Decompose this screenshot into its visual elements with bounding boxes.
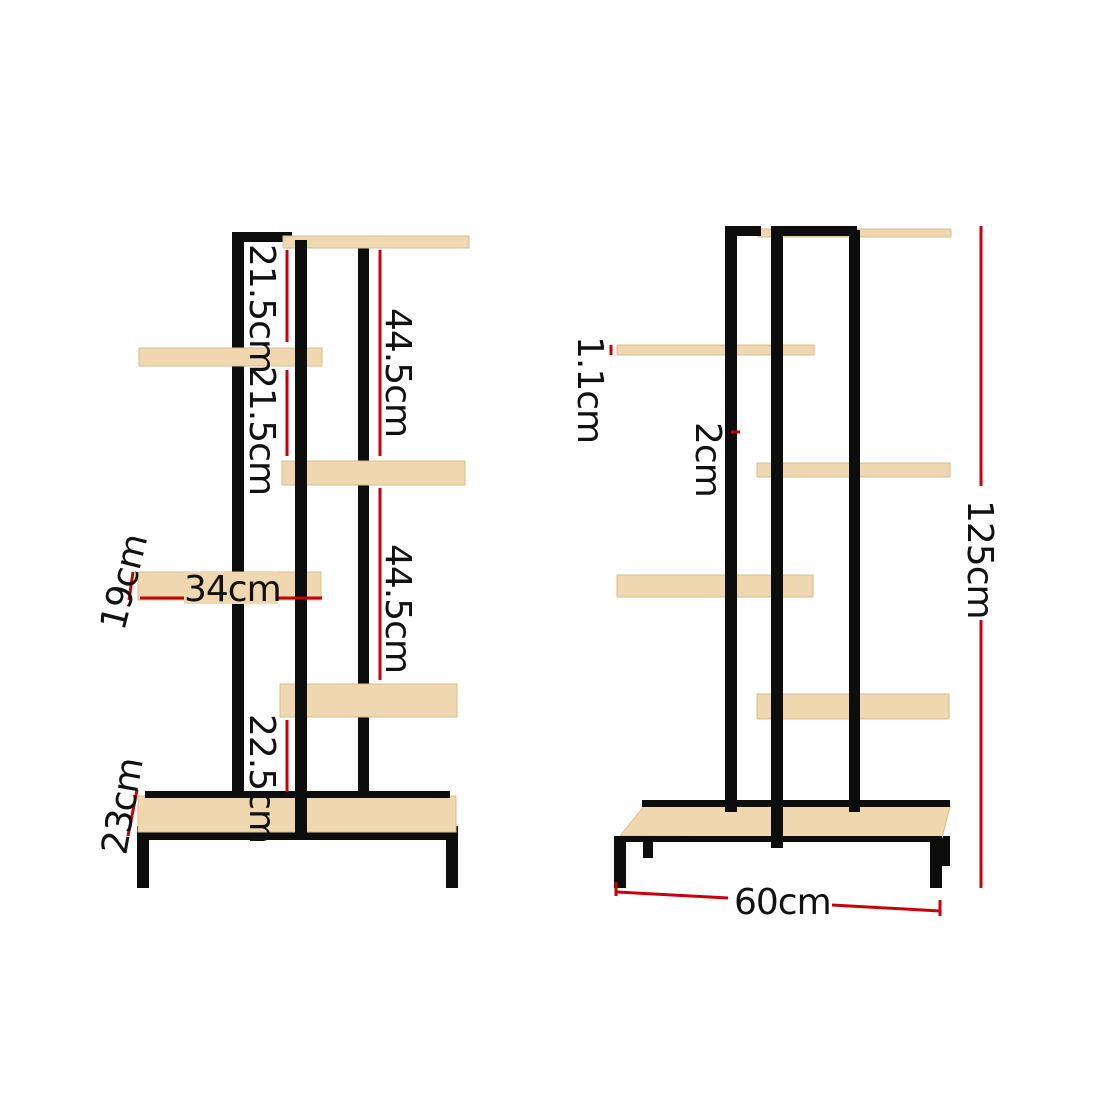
label-lower-gap: 22.5cm [241,714,282,843]
front-shelf-2 [616,344,815,356]
label-upper-gap-1: 21.5cm [241,244,282,373]
label-overall-width: 60cm [734,882,831,923]
dim-line-width-right [831,903,941,913]
label-upper-gap-2: 21.5cm [241,366,282,495]
front-view-shelf [614,226,952,888]
dim-line-base-depth [126,789,139,837]
front-view-dimension-lines [609,226,983,916]
front-leg-right-back [942,836,950,866]
label-overall-height: 125cm [959,500,1000,619]
shelf-width-label-bg [184,572,278,604]
upright-center [295,240,307,835]
front-upright-1 [725,226,737,812]
front-leg-mid [643,836,653,858]
front-upright-2 [771,230,783,848]
label-shelf-width: 34cm [184,569,281,610]
front-upright-3 [849,230,860,812]
base-leg-right [446,832,458,888]
front-base-frame-back [642,800,950,807]
shelf-top [282,235,470,249]
front-base-board [618,805,951,839]
dim-line-width-left [616,890,729,900]
front-leg-right [930,836,942,888]
base-leg-left [137,832,149,888]
front-upright-2-cap [771,226,857,236]
front-upright-1-cap [725,226,761,236]
shelf-middle-right [281,460,466,486]
front-leg-left [614,836,626,888]
label-tier-spacing-2: 44.5cm [377,544,418,673]
shelf-upper-left [138,347,323,367]
side-view-shelf [137,232,470,888]
shelf-bottom-right [279,683,458,718]
dim-line-shelf-depth [127,571,135,601]
upright-right [358,248,369,792]
label-frame-width: 2cm [687,422,728,497]
front-view-labels: 1.1cm 2cm 125cm 60cm [569,336,1000,923]
side-view-labels: 21.5cm 21.5cm 44.5cm 44.5cm 22.5cm 34cm … [93,244,418,858]
front-shelf-4 [616,574,814,598]
upright-left-cap [232,232,292,242]
label-shelf-thickness: 1.1cm [569,336,610,443]
upright-left [232,232,244,792]
label-tier-spacing-1: 44.5cm [377,308,418,437]
